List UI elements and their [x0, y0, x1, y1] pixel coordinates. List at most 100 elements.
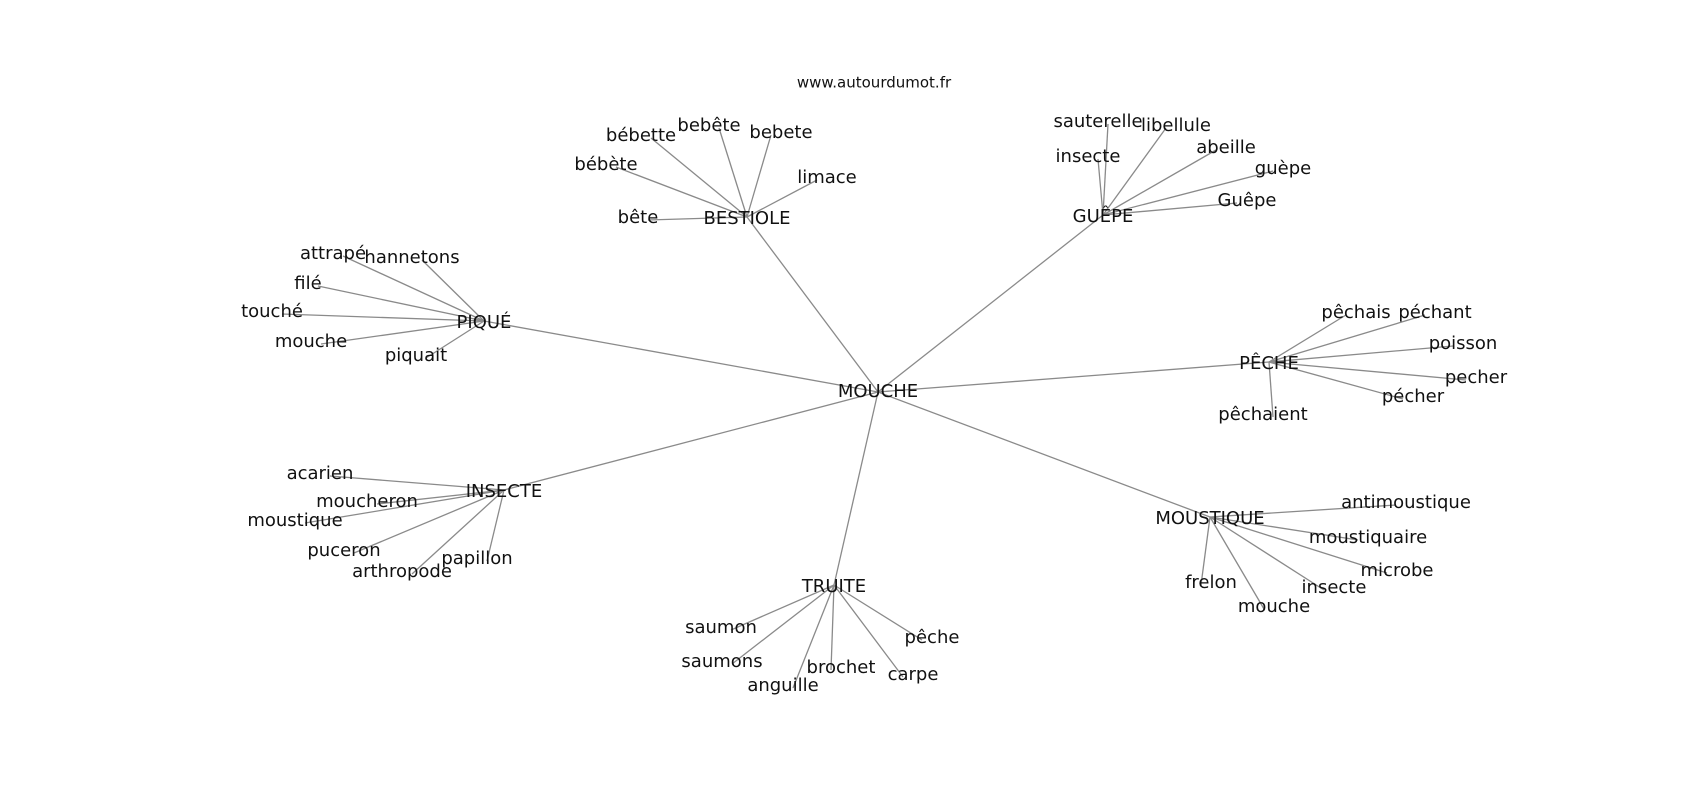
edge-hub-to-leaf: [376, 489, 505, 505]
edge-hub-to-leaf: [746, 179, 818, 218]
edge-hub-to-leaf: [1209, 504, 1397, 518]
hub-node[interactable]: INSECTE: [466, 481, 543, 502]
edge-hub-to-leaf: [317, 285, 485, 322]
leaf-node[interactable]: pecher: [1445, 367, 1508, 388]
leaf-node[interactable]: touché: [241, 301, 303, 322]
edge-hub-to-leaf: [1102, 127, 1167, 216]
edge-hub-to-leaf: [486, 489, 505, 562]
leaf-node[interactable]: anguille: [747, 675, 818, 696]
edge-hub-to-leaf: [647, 216, 748, 221]
edge-hub-to-leaf: [1268, 361, 1467, 381]
edge-hub-to-leaf: [421, 259, 485, 322]
edge-hub-to-leaf: [1268, 361, 1404, 400]
edge-hub-to-leaf: [792, 584, 835, 689]
leaf-node[interactable]: guèpe: [1255, 158, 1311, 179]
edge-hub-to-leaf: [1097, 158, 1104, 216]
hub-node[interactable]: GUÊPE: [1073, 205, 1134, 227]
leaf-node[interactable]: saumons: [681, 651, 762, 672]
edge-hub-to-leaf: [833, 584, 923, 641]
edge-hub-to-leaf: [1102, 202, 1238, 216]
edge-hub-to-leaf: [425, 320, 485, 359]
leaf-node[interactable]: bebete: [749, 122, 812, 143]
leaf-node[interactable]: carpe: [888, 664, 939, 685]
edge-center-to-hub: [877, 391, 1211, 518]
leaf-node[interactable]: bête: [618, 207, 659, 228]
leaf-node[interactable]: microbe: [1361, 560, 1434, 581]
leaf-node[interactable]: pécher: [1382, 386, 1445, 407]
leaf-node[interactable]: mouche: [1238, 596, 1310, 617]
leaf-node[interactable]: filé: [294, 273, 321, 294]
leaf-node[interactable]: moucheron: [316, 491, 418, 512]
leaf-node[interactable]: brochet: [807, 657, 876, 678]
leaf-node[interactable]: moustiquaire: [1309, 527, 1427, 548]
edge-center-to-hub: [746, 216, 879, 393]
leaf-node[interactable]: poisson: [1429, 333, 1498, 354]
edge-center-to-hub: [877, 214, 1104, 393]
hub-node[interactable]: MOUSTIQUE: [1155, 508, 1264, 529]
edge-hub-to-leaf: [1209, 516, 1325, 591]
edge-hub-to-leaf: [1102, 170, 1274, 216]
hub-node[interactable]: PIQUÉ: [457, 311, 512, 333]
leaf-node[interactable]: insecte: [1302, 577, 1367, 598]
leaf-node[interactable]: péchant: [1398, 302, 1471, 323]
edge-hub-to-leaf: [304, 489, 505, 524]
edge-hub-to-leaf: [1209, 516, 1359, 541]
leaf-node[interactable]: puceron: [307, 540, 380, 561]
edge-hub-to-leaf: [342, 255, 485, 322]
leaf-node[interactable]: pêche: [905, 627, 960, 648]
edge-hub-to-leaf: [615, 166, 748, 218]
edge-center-to-hub: [503, 391, 879, 491]
leaf-node[interactable]: piquait: [385, 345, 447, 366]
label-layer: www.autourdumot.fr MOUCHE BESTIOLE bébett…: [241, 74, 1508, 697]
leaf-node[interactable]: Guêpe: [1218, 190, 1277, 211]
leaf-node[interactable]: bébette: [606, 125, 676, 146]
edge-hub-to-leaf: [833, 584, 904, 678]
edge-hub-to-leaf: [746, 134, 772, 218]
edge-hub-to-leaf: [1268, 345, 1454, 363]
leaf-node[interactable]: hannetons: [364, 247, 459, 268]
edge-hub-to-leaf: [830, 584, 835, 671]
edge-hub-to-leaf: [329, 475, 505, 491]
site-url[interactable]: www.autourdumot.fr: [797, 74, 952, 92]
leaf-node[interactable]: pêchaient: [1218, 404, 1307, 425]
edge-hub-to-leaf: [1268, 361, 1274, 418]
hub-node[interactable]: TRUITE: [801, 576, 866, 597]
edge-hub-to-leaf: [281, 313, 485, 322]
leaf-node[interactable]: papillon: [441, 548, 512, 569]
leaf-node[interactable]: bébète: [574, 154, 637, 175]
edge-center-to-hub: [833, 391, 879, 586]
edge-hub-to-leaf: [1200, 516, 1211, 586]
hub-node[interactable]: BESTIOLE: [703, 208, 790, 229]
edge-hub-to-leaf: [353, 489, 505, 554]
leaf-node[interactable]: acarien: [287, 463, 354, 484]
edge-hub-to-leaf: [718, 127, 748, 218]
leaf-node[interactable]: limace: [797, 167, 857, 188]
leaf-node[interactable]: antimoustique: [1341, 492, 1471, 513]
leaf-node[interactable]: moustique: [247, 510, 342, 531]
leaf-node[interactable]: bebête: [677, 115, 740, 136]
edge-hub-to-leaf: [1209, 516, 1265, 610]
leaf-node[interactable]: frelon: [1185, 572, 1237, 593]
leaf-node[interactable]: attrapé: [300, 243, 366, 264]
center-node[interactable]: MOUCHE: [838, 381, 918, 402]
leaf-node[interactable]: libellule: [1141, 115, 1211, 136]
leaf-node[interactable]: mouche: [275, 331, 347, 352]
edge-hub-to-leaf: [1102, 123, 1109, 216]
hub-node[interactable]: PÊCHE: [1239, 352, 1299, 374]
edge-center-to-hub: [483, 320, 879, 393]
leaf-node[interactable]: pêchais: [1321, 302, 1390, 323]
leaf-node[interactable]: abeille: [1196, 137, 1256, 158]
leaf-node[interactable]: arthropode: [352, 561, 452, 582]
edge-hub-to-leaf: [1268, 314, 1426, 363]
edge-hub-to-leaf: [411, 489, 505, 575]
edge-hub-to-leaf: [730, 584, 835, 631]
edge-hub-to-leaf: [731, 584, 835, 665]
edge-hub-to-leaf: [1268, 314, 1347, 363]
leaf-node[interactable]: saumon: [685, 617, 757, 638]
edge-layer: [281, 123, 1467, 689]
leaf-node[interactable]: insecte: [1056, 146, 1121, 167]
leaf-node[interactable]: sauterelle: [1053, 111, 1142, 132]
edge-hub-to-leaf: [650, 137, 748, 218]
